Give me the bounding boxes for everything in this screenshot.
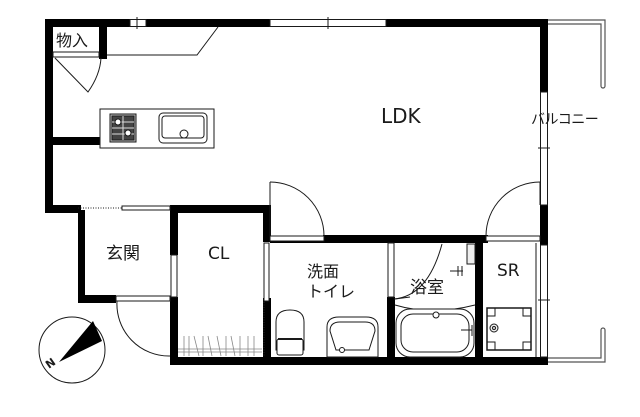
storage-closet <box>52 51 102 93</box>
room-label-toilet: トイレ <box>307 282 356 301</box>
room-label-storage: 物入 <box>56 31 89 50</box>
kitchen-counter <box>99 108 215 149</box>
room-label-storage-room: SR <box>497 261 520 281</box>
washing-machine-pan-icon <box>486 307 532 351</box>
bathroom-fixtures <box>394 243 476 358</box>
windows <box>129 17 550 358</box>
room-label-ldk: LDK <box>381 104 421 128</box>
entrance-details <box>78 205 178 357</box>
room-label-entrance: 玄関 <box>106 244 140 264</box>
sr-details <box>486 243 537 357</box>
walls <box>45 19 548 365</box>
compass-icon <box>38 316 106 384</box>
toilet-icon <box>275 309 305 356</box>
room-label-closet: CL <box>208 244 230 264</box>
wash-basin-icon <box>326 316 379 358</box>
kitchen-cabinet-outline <box>107 26 219 56</box>
doors <box>263 181 541 302</box>
sink-icon <box>158 112 208 144</box>
room-label-balcony: バルコニー <box>531 112 599 128</box>
room-label-washroom: 洗面 <box>307 262 340 281</box>
balcony-railing <box>548 19 606 363</box>
stove-icon <box>109 113 137 143</box>
closet-hangers <box>178 302 265 357</box>
room-label-bathroom: 浴室 <box>410 278 444 298</box>
bathtub-icon <box>395 308 475 358</box>
